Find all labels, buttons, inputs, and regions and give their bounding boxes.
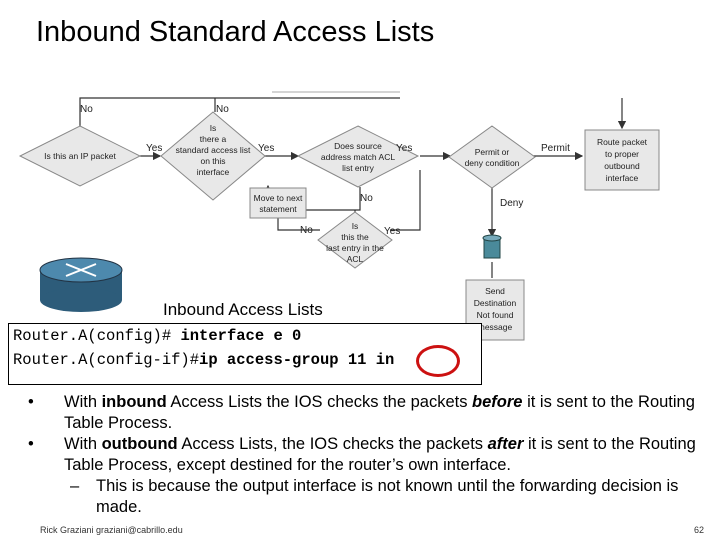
footer-author: Rick Graziani graziani@cabrillo.edu: [40, 525, 183, 535]
bullet1-text-a: With: [64, 393, 102, 411]
node-source-match-line3: list entry: [342, 163, 374, 173]
node-last-entry-line4: ACL: [347, 254, 364, 264]
config-line1-command: interface e 0: [180, 327, 301, 345]
config-line1-prompt: Router.A(config)#: [13, 327, 180, 345]
bullet1-text-b: Access Lists the IOS checks the packets: [167, 393, 472, 411]
bullet1-emphasis: before: [472, 393, 522, 411]
node-standard-acl-line4: on this: [200, 156, 225, 166]
node-source-match-line2: address match ACL: [321, 152, 395, 162]
process-route-packet: Route packet to proper outbound interfac…: [585, 130, 659, 190]
bullet2-text-a: With: [64, 435, 102, 453]
config-line2-command: ip access-group 11 in: [199, 351, 394, 369]
node-send-dest-line2: Destination: [474, 298, 517, 308]
decision-is-ip-packet: Is this an IP packet: [20, 126, 140, 186]
config-line-1: Router.A(config)# interface e 0: [13, 327, 301, 345]
bullet2-text-b: Access Lists, the IOS checks the packets: [178, 435, 488, 453]
node-route-packet-line3: outbound: [604, 161, 640, 171]
node-standard-acl-line2: there a: [200, 134, 227, 144]
label-deny: Deny: [500, 198, 523, 209]
router-icon: [40, 258, 122, 312]
label-yes-2: Yes: [258, 143, 274, 154]
label-yes-3: Yes: [396, 143, 412, 154]
decision-last-entry: Is this the last entry in the ACL: [318, 212, 392, 268]
node-source-match-line1: Does source: [334, 141, 382, 151]
decision-source-match: Does source address match ACL list entry: [298, 126, 418, 187]
node-route-packet-line2: to proper: [605, 149, 639, 159]
node-standard-acl-line5: interface: [197, 167, 230, 177]
decision-standard-acl: Is there a standard access list on this …: [161, 112, 265, 200]
node-standard-acl-line3: standard access list: [176, 145, 251, 155]
bullet-item-outbound: • With outbound Access Lists, the IOS ch…: [28, 434, 708, 476]
bullet-dot-icon: •: [28, 434, 34, 455]
bullet1-bold: inbound: [102, 393, 167, 411]
sub-bullet-item: – This is because the output interface i…: [28, 476, 708, 518]
config-line-2: Router.A(config-if)#ip access-group 11 i…: [13, 351, 394, 369]
label-no-4: No: [300, 225, 313, 236]
discard-bucket-icon: [483, 235, 501, 258]
node-move-next-line2: statement: [259, 204, 297, 214]
node-last-entry-line3: last entry in the: [326, 243, 384, 253]
bullet2-emphasis: after: [488, 435, 524, 453]
node-send-dest-line4: message: [478, 322, 513, 332]
node-route-packet-line4: interface: [606, 173, 639, 183]
label-yes-1: Yes: [146, 143, 162, 154]
bullet2-bold: outbound: [102, 435, 178, 453]
node-send-dest-line3: Not found: [477, 310, 514, 320]
bullet-list: • With inbound Access Lists the IOS chec…: [28, 392, 708, 518]
node-send-dest-line1: Send: [485, 286, 505, 296]
node-last-entry-line2: this the: [341, 232, 369, 242]
node-permit-deny-line1: Permit or: [475, 147, 510, 157]
sub-bullet-dash-icon: –: [70, 476, 79, 497]
label-no-1: No: [80, 104, 93, 115]
node-route-packet-line1: Route packet: [597, 137, 648, 147]
node-is-ip-packet-text: Is this an IP packet: [44, 151, 116, 161]
page-number: 62: [680, 525, 704, 535]
in-keyword-highlight: [416, 345, 460, 377]
config-code-box: Router.A(config)# interface e 0 Router.A…: [8, 323, 482, 385]
diagram-caption: Inbound Access Lists: [163, 300, 323, 320]
sub-bullet-text: This is because the output interface is …: [96, 477, 678, 516]
node-move-next-line1: Move to next: [254, 193, 303, 203]
node-permit-deny-line2: deny condition: [465, 158, 520, 168]
label-no-2: No: [216, 104, 229, 115]
label-yes-4: Yes: [384, 226, 400, 237]
process-move-next: Move to next statement: [250, 188, 306, 218]
decision-permit-deny: Permit or deny condition: [449, 126, 535, 188]
bullet-item-inbound: • With inbound Access Lists the IOS chec…: [28, 392, 708, 434]
label-no-3: No: [360, 193, 373, 204]
node-last-entry-line1: Is: [352, 221, 359, 231]
node-standard-acl-line1: Is: [210, 123, 217, 133]
bullet-dot-icon: •: [28, 392, 34, 413]
config-line2-prompt: Router.A(config-if)#: [13, 351, 199, 369]
label-permit: Permit: [541, 143, 570, 154]
